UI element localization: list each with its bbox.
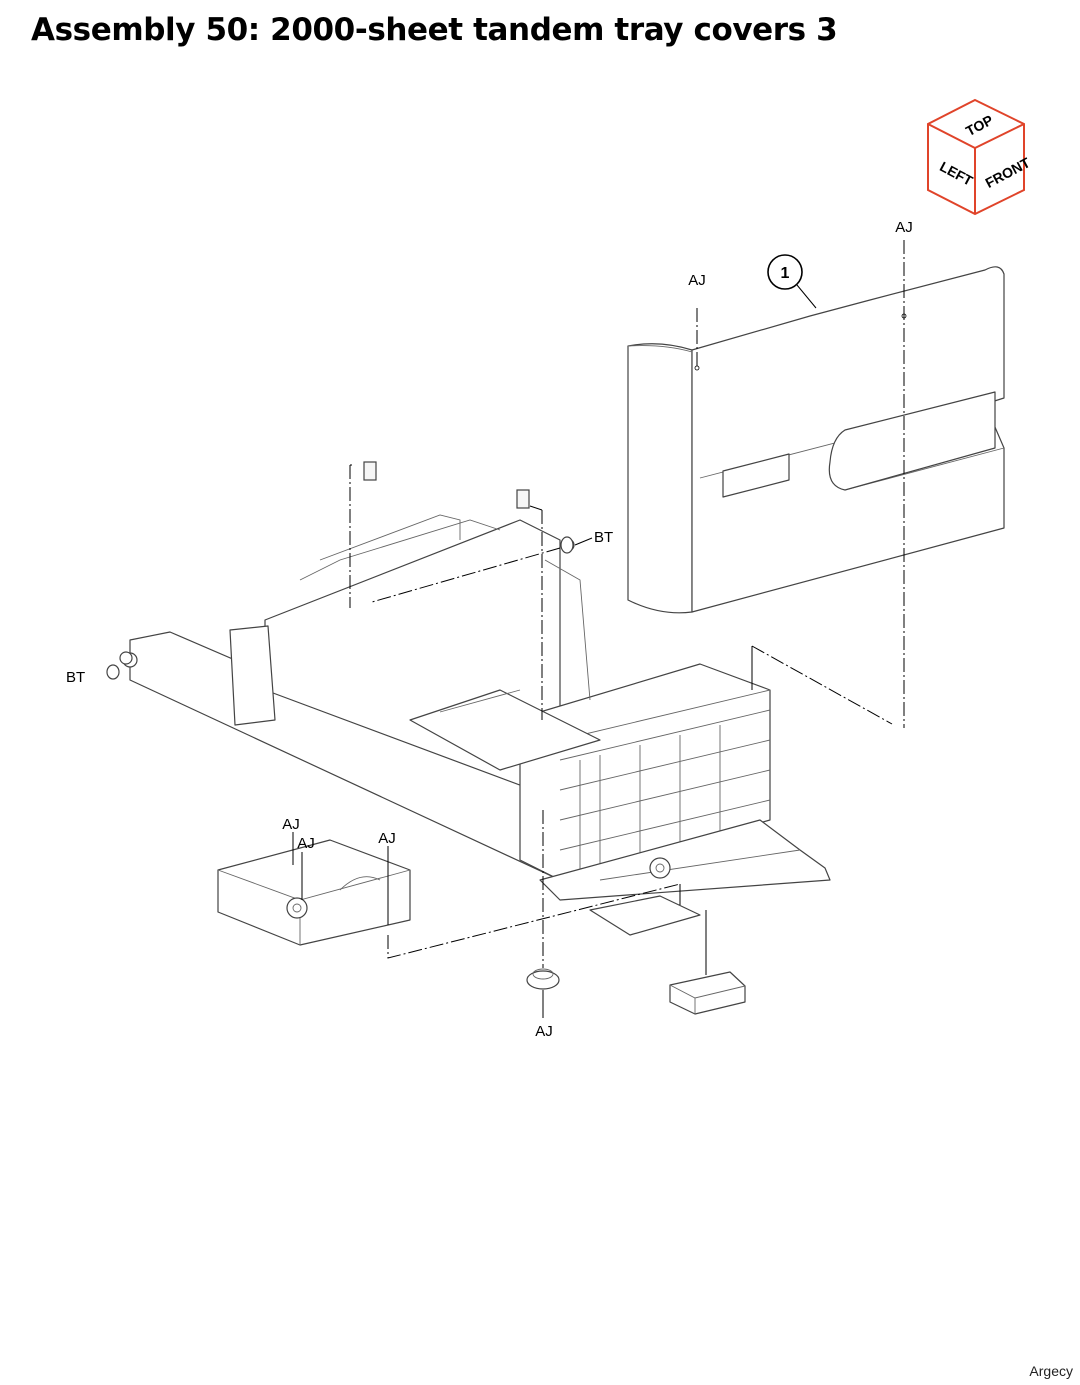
label-aj-cover-left: AJ [688,272,706,289]
orientation-cube-icon: TOP LEFT FRONT [927,98,1033,216]
front-cover-part [627,240,1005,728]
tray-frame-part [122,514,831,936]
callout-1: 1 [767,254,817,309]
label-aj-cover-right: AJ [895,219,913,236]
label-bt-right: BT [594,529,613,546]
page-title: Assembly 50: 2000-sheet tandem tray cove… [31,12,838,48]
bt-left-screw [106,651,133,680]
drive-gear-assembly-part [217,832,411,946]
label-aj-gear-1: AJ [282,816,300,833]
watermark: Argecy [1029,1363,1073,1379]
callout-1-number: 1 [781,265,790,282]
label-aj-gear-3: AJ [378,830,396,847]
clip-parts [349,461,543,720]
bottom-bracket-part [669,910,746,1015]
bottom-pulley-part [526,810,560,1018]
label-aj-gear-2: AJ [297,835,315,852]
label-bt-left: BT [66,669,85,686]
label-aj-bottom: AJ [535,1023,553,1040]
bt-right-screw [371,536,593,603]
